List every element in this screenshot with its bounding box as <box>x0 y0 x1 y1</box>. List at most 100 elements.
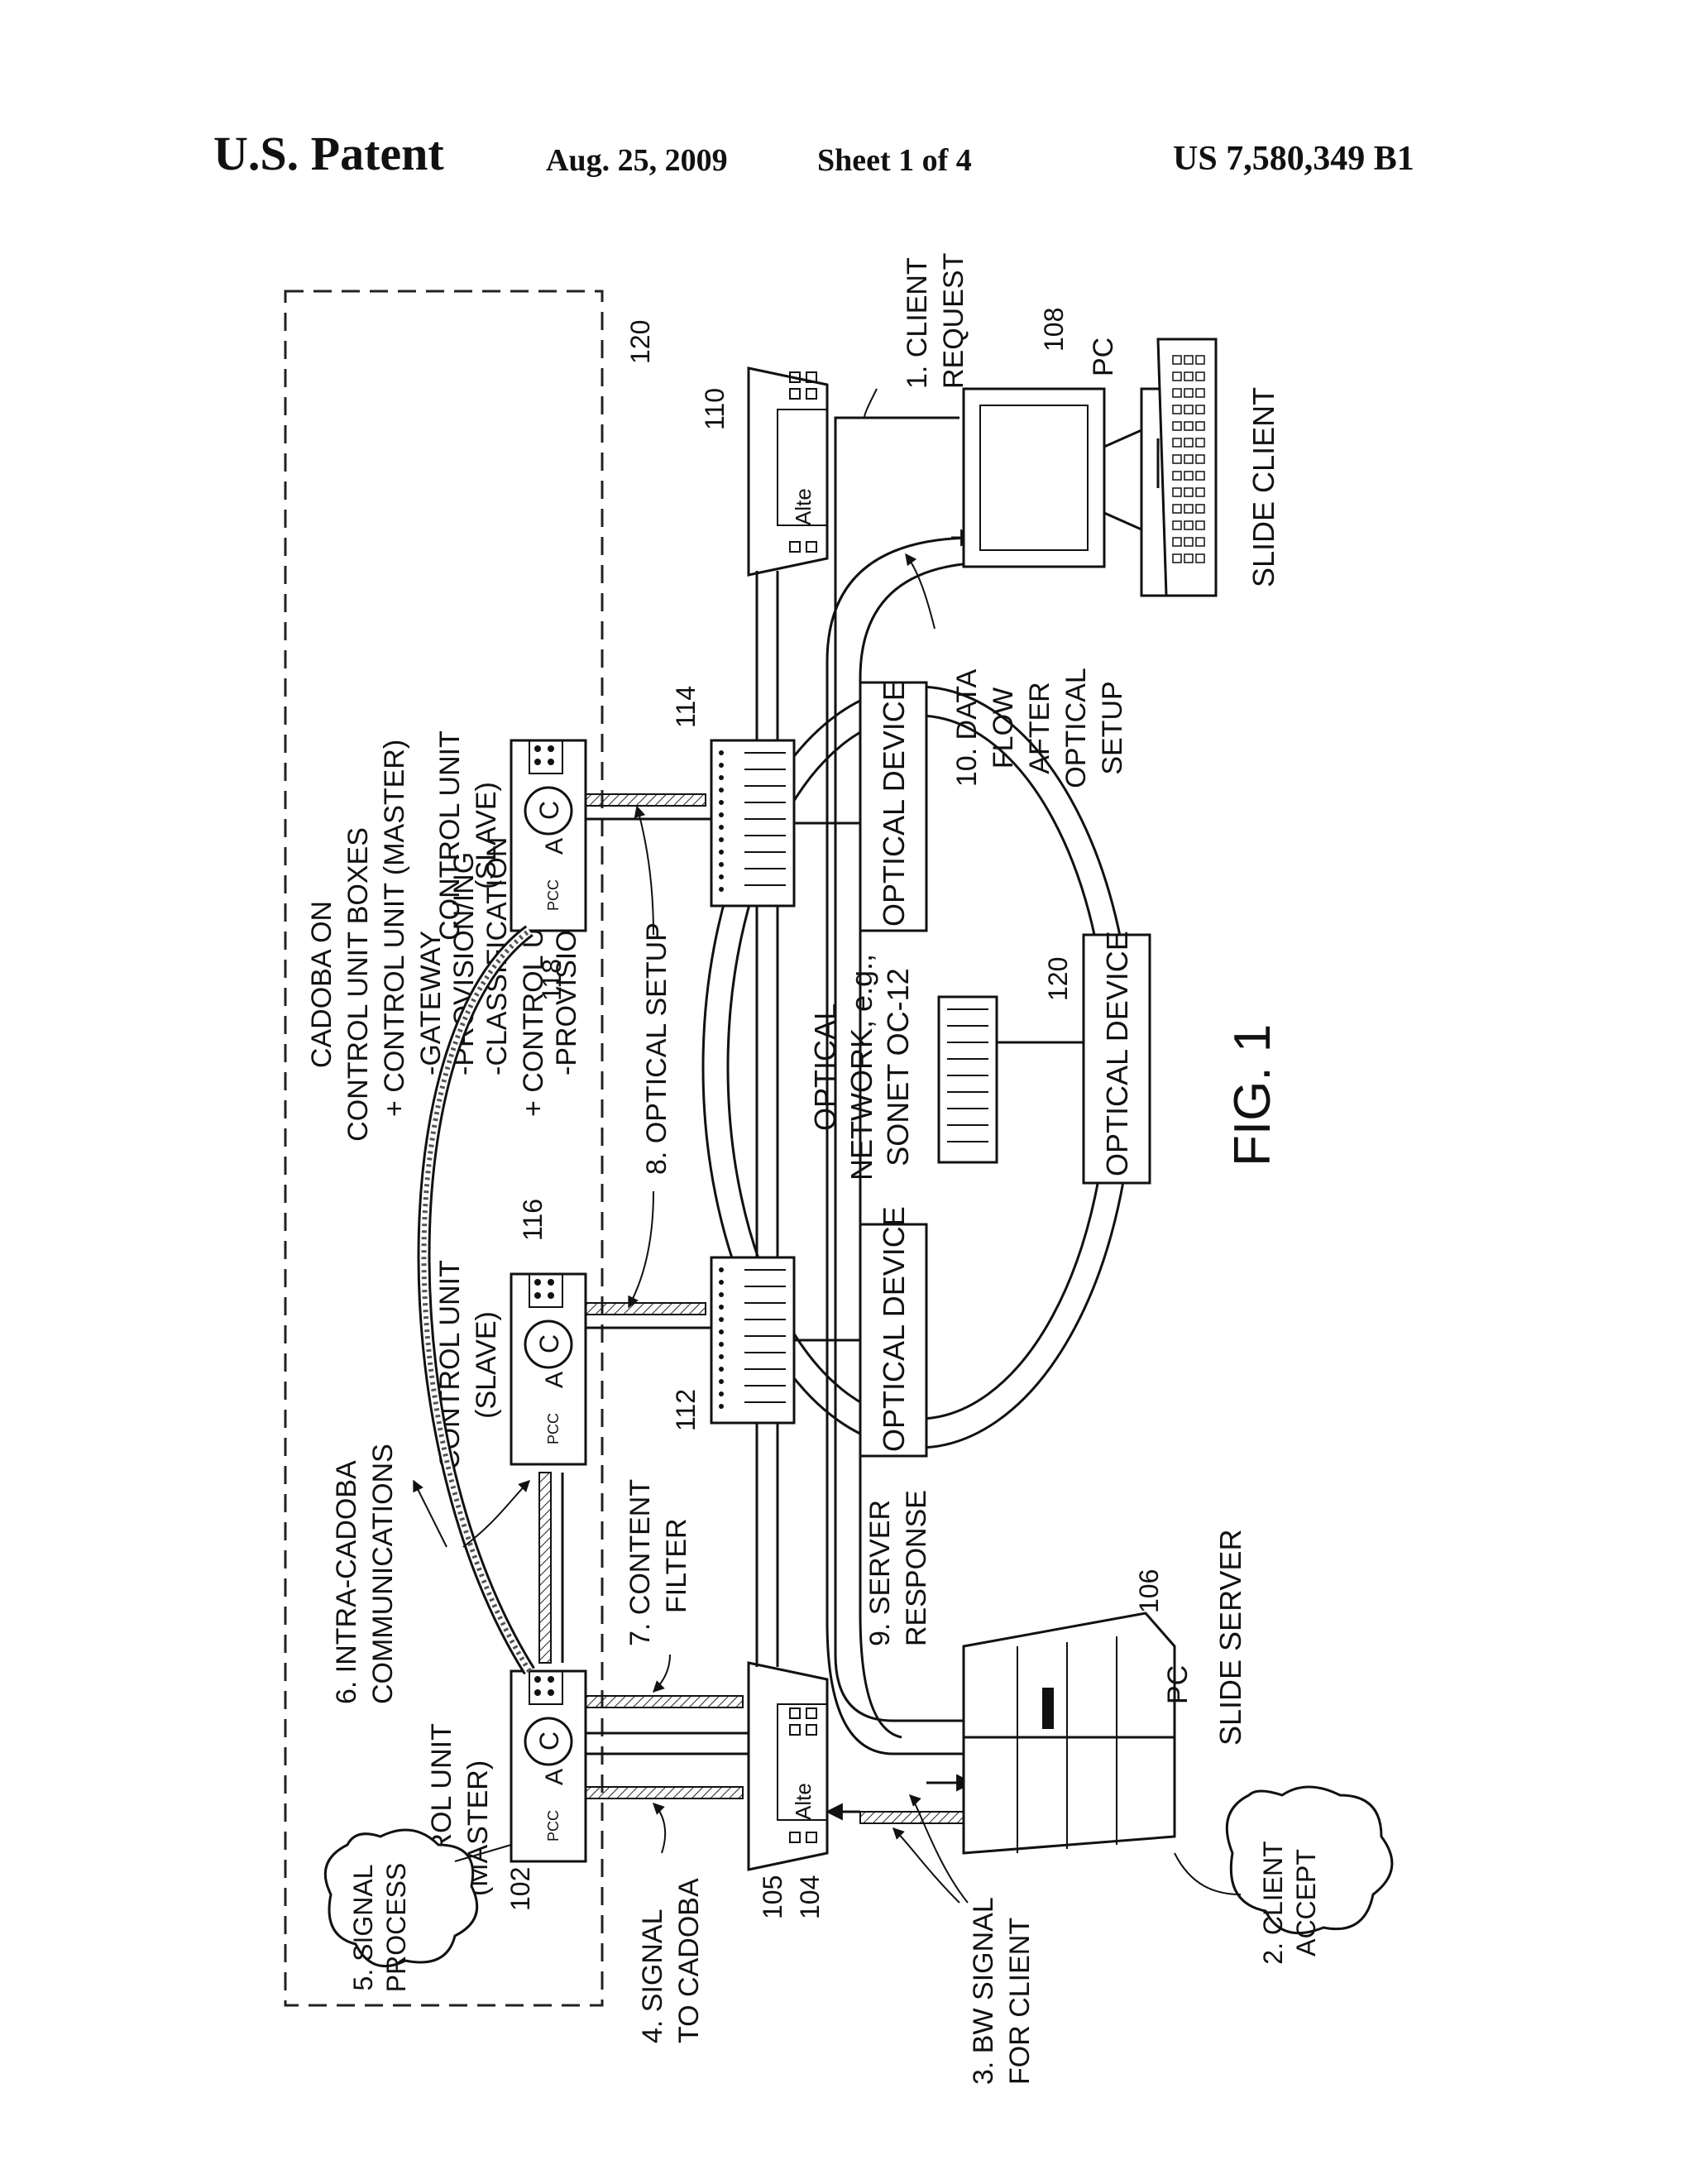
ref-102: 102 <box>505 1867 535 1911</box>
svg-text:5. SIGNAL: 5. SIGNAL <box>348 1865 378 1991</box>
svg-text:FLOW: FLOW <box>988 687 1019 769</box>
figure-caption: FIG. 1 <box>1224 1024 1281 1166</box>
svg-text:Alte: Alte <box>791 1783 816 1820</box>
svg-text:C: C <box>534 1334 564 1353</box>
step-5-cloud <box>323 1828 479 1968</box>
svg-text:A: A <box>541 1769 568 1785</box>
svg-text:RESPONSE: RESPONSE <box>901 1490 932 1646</box>
svg-text:10. DATA: 10. DATA <box>951 669 983 788</box>
ref-120-top: 120 <box>625 320 655 364</box>
svg-text:C: C <box>534 801 564 820</box>
optical-device-120-label: OPTICAL DEVICE <box>1100 931 1134 1176</box>
sheet-number: Sheet 1 of 4 <box>817 143 972 178</box>
svg-text:PCC: PCC <box>545 1810 562 1842</box>
step-4-label: 4. SIGNAL TO CADOBA <box>637 1878 705 2043</box>
server-pc-label: PC <box>1162 1665 1194 1704</box>
c-circle-icon <box>524 786 573 836</box>
ref-114: 114 <box>671 686 701 728</box>
data-flow-path <box>859 561 993 1739</box>
slide-server <box>962 1612 1176 1855</box>
c-circle-icon <box>524 1320 573 1369</box>
cadoba-region-box <box>284 290 604 2007</box>
cadoba-line-4: -GATEWAY <box>415 931 447 1075</box>
svg-text:TO CADOBA: TO CADOBA <box>673 1878 705 2043</box>
step-7-label: 7. CONTENT FILTER <box>624 1479 692 1646</box>
svg-text:4. SIGNAL: 4. SIGNAL <box>637 1909 668 2043</box>
ref-120-device: 120 <box>1043 957 1073 1001</box>
slide-client-keyboard <box>1156 338 1218 597</box>
svg-text:REQUEST: REQUEST <box>938 253 969 389</box>
svg-text:PROCESS: PROCESS <box>381 1863 411 1992</box>
step-10-label: 10. DATA FLOW AFTER OPTICAL SETUP <box>951 668 1128 788</box>
network-label: OPTICAL NETWORK, e.g., SONET OC-12 <box>808 954 915 1181</box>
ref-108: 108 <box>1039 308 1069 352</box>
svg-text:SETUP: SETUP <box>1097 681 1128 774</box>
link-content-filter <box>585 1695 744 1708</box>
ref-110: 110 <box>700 388 730 430</box>
optical-device-114-label: OPTICAL DEVICE <box>877 681 911 927</box>
step-8-label: 8. OPTICAL SETUP <box>641 922 672 1175</box>
svg-text:SONET OC-12: SONET OC-12 <box>881 968 915 1166</box>
optical-device-114 <box>859 681 928 932</box>
cadoba-line-2: CONTROL UNIT BOXES <box>342 827 374 1142</box>
step-9-label: 9. SERVER RESPONSE <box>864 1490 932 1646</box>
control-unit-slave-118: C A PCC <box>510 739 587 932</box>
cadoba-line-3: + CONTROL UNIT (MASTER) <box>379 740 410 1117</box>
client-request-path <box>834 416 968 1722</box>
step-2-label: 2. CLIENT ACCEPT <box>1258 1841 1321 1964</box>
ref-118: 118 <box>537 959 567 1001</box>
svg-text:7. CONTENT: 7. CONTENT <box>624 1479 656 1646</box>
ref-106: 106 <box>1134 1569 1164 1613</box>
optical-device-112-label: OPTICAL DEVICE <box>877 1206 911 1452</box>
svg-text:9. SERVER: 9. SERVER <box>864 1500 896 1646</box>
svg-text:PCC: PCC <box>545 1413 562 1444</box>
patent-number: US 7,580,349 B1 <box>1173 140 1414 178</box>
router-104: Alte <box>747 1661 829 1871</box>
patent-date: Aug. 25, 2009 <box>546 143 728 178</box>
ref-105: 105 <box>758 1875 787 1919</box>
svg-text:COMMUNICATIONS: COMMUNICATIONS <box>367 1444 399 1704</box>
svg-text:CONTROL UNIT: CONTROL UNIT <box>434 730 466 941</box>
ref-116: 116 <box>518 1199 548 1241</box>
cadoba-line-1: CADOBA ON <box>306 901 337 1068</box>
step-3-label: 3. BW SIGNAL FOR CLIENT <box>968 1897 1036 2085</box>
svg-text:PCC: PCC <box>545 879 562 911</box>
svg-text:(SLAVE): (SLAVE) <box>471 1311 502 1419</box>
svg-text:(SLAVE): (SLAVE) <box>471 782 502 889</box>
optical-node-114 <box>710 739 796 908</box>
svg-text:6. INTRA-CADOBA: 6. INTRA-CADOBA <box>331 1460 362 1704</box>
svg-text:1. CLIENT: 1. CLIENT <box>902 257 933 389</box>
svg-text:FILTER: FILTER <box>661 1518 692 1613</box>
svg-text:3. BW SIGNAL: 3. BW SIGNAL <box>968 1897 999 2085</box>
control-unit-slave-116-label: CONTROL UNIT (SLAVE) <box>434 1260 502 1470</box>
svg-text:FOR CLIENT: FOR CLIENT <box>1004 1918 1036 2085</box>
svg-text:A: A <box>541 838 568 855</box>
link-118-to-114 <box>585 793 706 807</box>
bw-signal-link <box>859 1811 969 1824</box>
optical-node-112 <box>710 1256 796 1425</box>
link-116-to-112 <box>585 1302 706 1315</box>
step-6-label: 6. INTRA-CADOBA COMMUNICATIONS <box>331 1444 399 1704</box>
ref-112: 112 <box>671 1389 701 1431</box>
patent-title: U.S. Patent <box>213 127 444 180</box>
step-2-cloud <box>1225 1785 1394 1935</box>
control-unit-slave-116: C A PCC <box>510 1272 587 1466</box>
client-label: SLIDE CLIENT <box>1247 387 1280 587</box>
svg-text:2. CLIENT: 2. CLIENT <box>1258 1841 1288 1964</box>
svg-text:C: C <box>534 1731 564 1751</box>
step-1-label: 1. CLIENT REQUEST <box>902 253 969 389</box>
router-110: Alte <box>747 366 829 577</box>
link-master-slave <box>538 1472 552 1664</box>
svg-text:ACCEPT: ACCEPT <box>1291 1849 1321 1956</box>
ref-104: 104 <box>795 1875 825 1919</box>
control-unit-slave-118-label: CONTROL UNIT (SLAVE) <box>434 730 502 941</box>
c-circle-icon <box>524 1717 573 1766</box>
client-pc-label: PC <box>1088 338 1119 376</box>
optical-node-120 <box>937 995 998 1164</box>
step-5-label: 5. SIGNAL PROCESS <box>348 1863 411 1992</box>
server-label: SLIDE SERVER <box>1213 1530 1247 1746</box>
svg-text:Alte: Alte <box>791 488 816 525</box>
svg-text:OPTICAL: OPTICAL <box>808 1003 842 1131</box>
svg-text:OPTICAL: OPTICAL <box>1060 668 1092 788</box>
